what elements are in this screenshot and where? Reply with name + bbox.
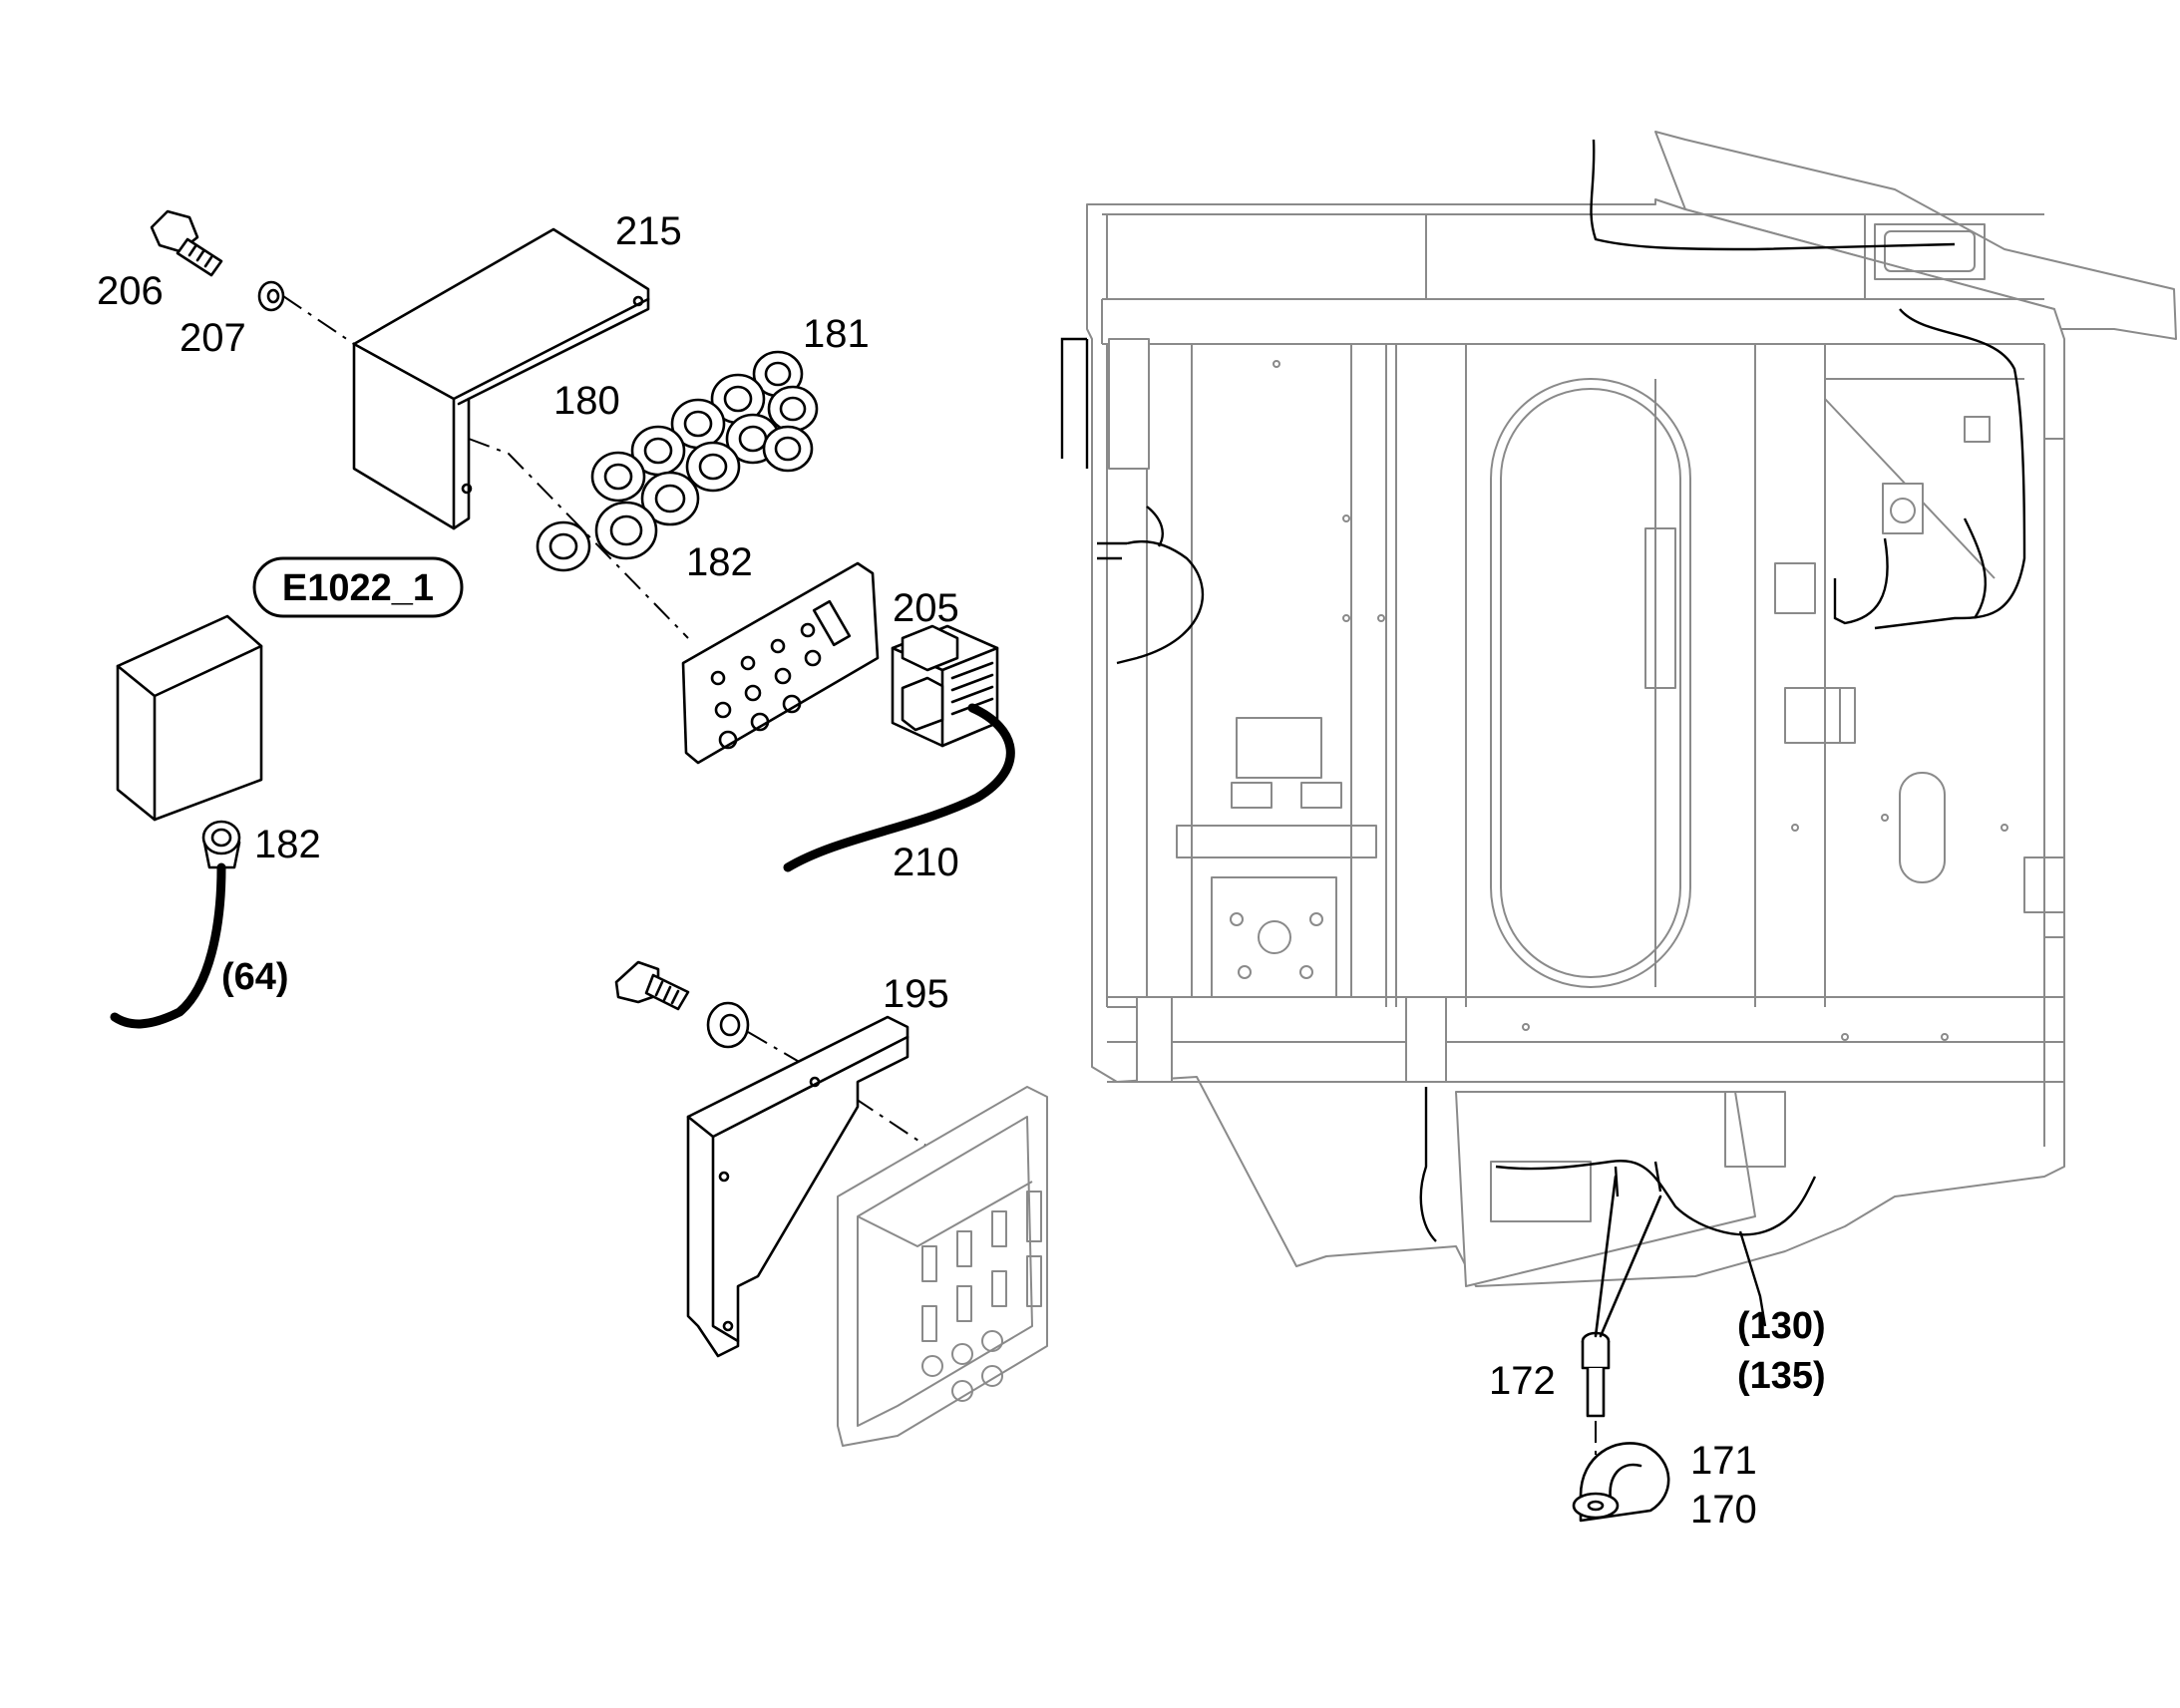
cable-part-210 — [783, 703, 1015, 872]
connector-part-205 — [891, 624, 999, 748]
cable-ref-64 — [110, 862, 226, 1029]
junction-box — [116, 614, 263, 822]
reference-badge: E1022_1 — [252, 556, 464, 618]
label-181: 181 — [803, 312, 870, 356]
label-210: 210 — [893, 841, 959, 884]
label-ref-135: (135) — [1737, 1355, 1826, 1397]
bolt-part-172 — [1581, 1331, 1611, 1418]
leader-lines-172 — [1594, 1175, 1662, 1338]
leader-dash-215-plate — [468, 438, 689, 639]
control-panel — [837, 1086, 1048, 1447]
badge-text: E1022_1 — [282, 567, 434, 609]
label-172: 172 — [1489, 1359, 1556, 1403]
label-ref-64: (64) — [221, 956, 289, 998]
label-205: 205 — [893, 586, 959, 630]
machine-frame — [1060, 131, 2177, 1327]
part-labels: 215 206 207 181 180 182 205 182 210 195 … — [97, 209, 1826, 1532]
label-195: 195 — [883, 972, 949, 1016]
gland-part-182-left — [201, 820, 241, 869]
cover-part-215 — [352, 227, 650, 530]
bolt-part-206 — [150, 209, 223, 277]
label-206: 206 — [97, 269, 164, 313]
clamp-part-171 — [1572, 1442, 1670, 1523]
label-182-top: 182 — [686, 540, 753, 584]
label-ref-130: (130) — [1737, 1305, 1826, 1347]
gland-plate — [681, 561, 880, 765]
label-180: 180 — [553, 379, 620, 423]
label-170: 170 — [1690, 1488, 1757, 1532]
label-182-left: 182 — [254, 823, 321, 866]
label-171: 171 — [1690, 1439, 1757, 1483]
label-207: 207 — [180, 316, 246, 360]
bracket-part-195 — [686, 1015, 909, 1358]
label-215: 215 — [615, 209, 682, 253]
cable-glands-cluster — [536, 350, 819, 572]
leader-dash-206-215 — [282, 295, 355, 345]
screw-and-washer — [614, 960, 750, 1049]
washer-part-207 — [257, 280, 285, 312]
